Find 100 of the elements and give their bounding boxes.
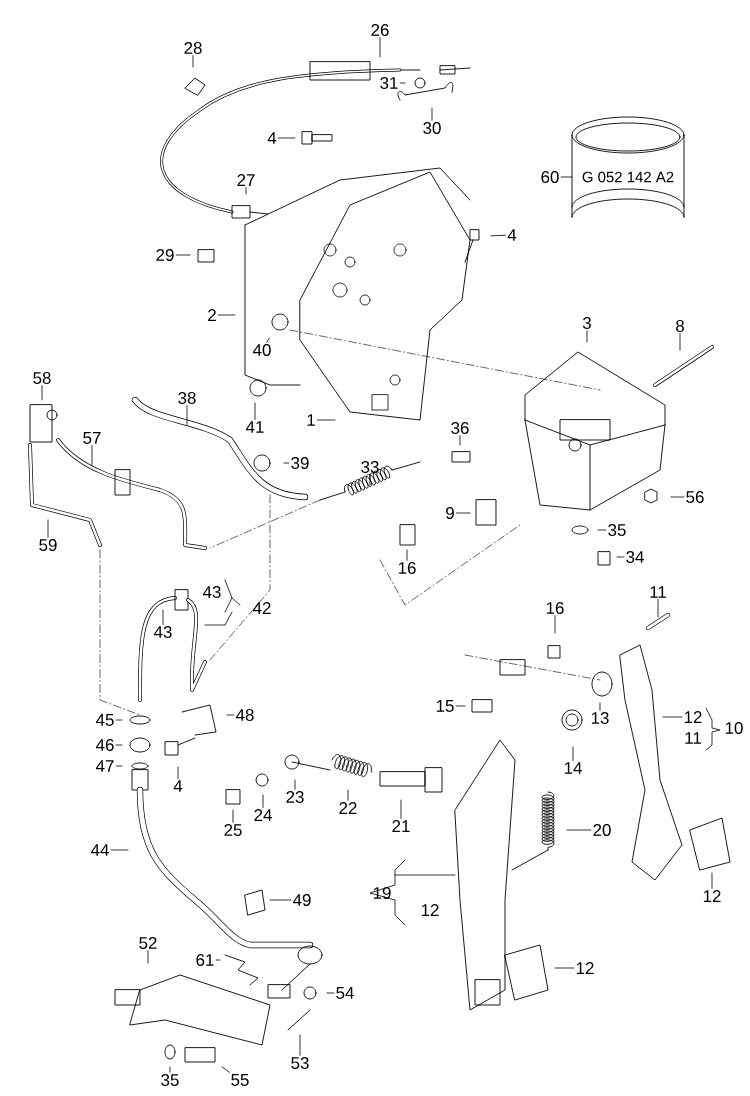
callout-number: 3 <box>582 317 591 329</box>
callout-number: 19 <box>373 887 391 899</box>
leader-line <box>369 474 371 486</box>
leader-line <box>572 746 574 761</box>
callout-number: 28 <box>184 42 202 54</box>
callout-number: 54 <box>336 987 354 999</box>
callout-number: 58 <box>33 372 51 384</box>
leader-line <box>657 599 659 618</box>
callout-number: 41 <box>245 421 264 433</box>
leader-line <box>599 702 601 711</box>
leader-line <box>679 333 681 351</box>
callout-number: 36 <box>451 422 469 434</box>
callout-number: 43 <box>153 626 172 638</box>
leader-line <box>218 314 236 316</box>
callout-number: 25 <box>224 824 242 836</box>
callout-number: 39 <box>291 457 309 469</box>
callout-number: 10 <box>725 722 743 734</box>
leader-line <box>177 766 179 779</box>
leader-line <box>586 330 588 343</box>
callout-number: 29 <box>156 249 174 261</box>
callout-number: 34 <box>626 551 644 563</box>
callout-number: 8 <box>676 320 684 332</box>
callout-number: 31 <box>380 77 398 89</box>
leader-line <box>554 967 575 969</box>
callout-number: 4 <box>267 132 277 144</box>
leader-line <box>560 176 573 178</box>
callout-number: 38 <box>178 392 196 404</box>
leader-line <box>254 402 256 420</box>
leader-line <box>455 705 466 707</box>
callout-number: 22 <box>339 802 357 814</box>
leader-line <box>41 385 43 401</box>
callout-number: 49 <box>292 894 311 906</box>
leader-line <box>317 419 336 421</box>
callout-number: 59 <box>39 539 57 551</box>
leader-line <box>406 549 408 561</box>
leader-line <box>269 899 292 901</box>
callout-number: 16 <box>398 562 416 574</box>
leader-line <box>326 992 335 994</box>
callout-number: 12 <box>421 904 439 916</box>
leader-line <box>221 1066 230 1073</box>
callout-number: 12 <box>703 890 721 902</box>
leader-line <box>278 137 296 139</box>
callout-number: 33 <box>361 461 379 473</box>
callout-number: 26 <box>371 24 389 36</box>
leader-line <box>192 55 194 68</box>
leader-line <box>711 872 713 889</box>
callout-number: 4 <box>507 229 517 241</box>
leader-line <box>554 615 556 634</box>
leader-line <box>670 496 685 498</box>
leader-line <box>616 556 625 558</box>
leader-line <box>399 82 406 84</box>
callout-number: 40 <box>252 344 271 356</box>
callout-number: 42 <box>252 602 271 614</box>
leader-line <box>245 187 247 195</box>
leader-line <box>115 719 123 721</box>
leader-line <box>215 959 221 961</box>
leader-line <box>147 950 149 964</box>
leader-line <box>115 765 123 767</box>
callout-number: 13 <box>591 712 609 724</box>
callout-number: 20 <box>593 824 611 836</box>
callout-number: 24 <box>254 809 272 821</box>
leader-line <box>175 254 191 256</box>
leader-line <box>566 829 592 831</box>
callout-number: 30 <box>423 122 441 134</box>
leader-line <box>262 794 264 808</box>
leader-line <box>431 107 433 121</box>
callout-number: 4 <box>173 780 183 792</box>
callout-number: 52 <box>139 937 157 949</box>
callout-number: 23 <box>286 791 304 803</box>
canister: G 052 142 A2 <box>571 116 685 218</box>
leader-line <box>283 462 290 464</box>
callout-number: 35 <box>161 1074 179 1086</box>
callout-number: 15 <box>436 700 454 712</box>
node-label: G 052 142 A2 <box>582 171 674 183</box>
callout-number: 47 <box>95 760 114 772</box>
leader-line <box>597 529 607 531</box>
callout-number: 9 <box>446 507 454 519</box>
callout-number: 46 <box>95 739 114 751</box>
leader-line <box>400 799 402 819</box>
leader-line <box>162 609 164 625</box>
callout-number: 56 <box>686 491 704 503</box>
callout-number: 61 <box>196 954 214 966</box>
leader-line <box>347 789 349 801</box>
callout-number: 12 <box>576 962 594 974</box>
leader-line <box>459 435 461 446</box>
leader-line <box>662 716 683 718</box>
callout-number: 16 <box>546 602 564 614</box>
leader-line <box>91 445 93 466</box>
callout-number: 57 <box>83 432 101 444</box>
callout-number: 53 <box>291 1057 309 1069</box>
leader-line <box>110 849 129 851</box>
callout-number: 11 <box>650 586 666 598</box>
callout-number: 55 <box>231 1074 249 1086</box>
leader-line <box>490 234 506 237</box>
leader-line <box>169 1066 171 1073</box>
callout-number: 27 <box>237 174 255 186</box>
callout-number: 1 <box>307 414 315 426</box>
leader-line <box>186 405 188 426</box>
callout-number: 21 <box>392 820 410 832</box>
callout-number: 2 <box>208 309 216 321</box>
